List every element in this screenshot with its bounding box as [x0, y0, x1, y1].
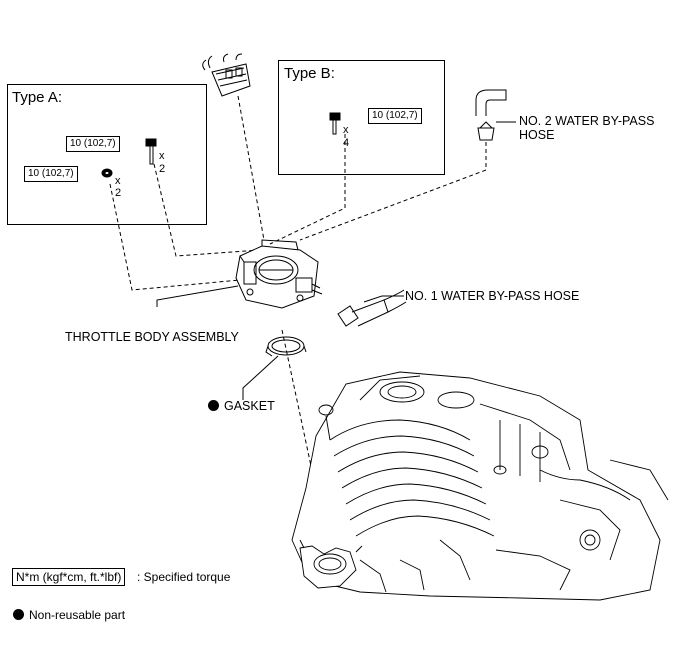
no2-hose-label-line2: HOSE [519, 128, 555, 142]
type-b-leader [269, 134, 346, 245]
type-a-bolt-torque: 10 (102,7) [66, 136, 120, 152]
filled-circle-icon [208, 400, 219, 411]
type-b-bolt-torque: 10 (102,7) [368, 108, 422, 124]
no2-hose-leader [299, 142, 487, 241]
throttle-body-drawing [235, 239, 323, 309]
no1-hose-label: NO. 1 WATER BY-PASS HOSE [405, 289, 580, 303]
gasket-label-leader [242, 355, 279, 400]
engine-drawing [291, 371, 669, 601]
type-b-bolt [329, 112, 341, 135]
torque-legend-box: N*m (kgf*cm, ft.*lbf) [12, 568, 126, 586]
type-a-bolt-qty: 2 [159, 163, 166, 175]
connector-leader [237, 95, 265, 241]
type-b-bolt-qty-x: x [343, 124, 349, 136]
type-a-nut-qty-x: x [115, 175, 121, 187]
no1-hose-drawing [337, 289, 407, 327]
no1-hose-label-leader [363, 295, 404, 303]
filled-circle-icon [13, 609, 24, 620]
no2-hose-label: NO. 2 WATER BY-PASS HOSE [519, 114, 654, 142]
gasket-label: GASKET [208, 399, 275, 413]
torque-legend-desc: : Specified torque [137, 570, 231, 584]
type-a-bolt-qty-x: x [159, 150, 165, 162]
non-reusable-legend-text: Non-reusable part [29, 608, 126, 622]
non-reusable-legend: Non-reusable part [13, 608, 125, 622]
throttle-body-leader [156, 285, 239, 307]
throttle-body-label: THROTTLE BODY ASSEMBLY [65, 330, 239, 344]
connector-drawing [202, 53, 251, 97]
type-a-box: Type A: [7, 84, 207, 225]
no2-hose-label-line1: NO. 2 WATER BY-PASS [519, 114, 655, 128]
type-a-nut-torque: 10 (102,7) [24, 166, 78, 182]
type-b-box: Type B: [278, 60, 445, 175]
type-a-bolt-leader [153, 163, 261, 257]
type-a-nut-qty: 2 [115, 187, 122, 199]
type-a-nut [101, 168, 113, 178]
type-a-bolt [145, 138, 157, 165]
type-a-title: Type A: [12, 89, 63, 106]
no2-hose-drawing [475, 89, 507, 141]
type-b-title: Type B: [284, 65, 335, 82]
gasket-drawing [265, 336, 307, 357]
gasket-label-text: GASKET [224, 399, 275, 413]
type-b-bolt-qty: 4 [343, 137, 350, 149]
type-a-nut-leader [109, 183, 241, 291]
